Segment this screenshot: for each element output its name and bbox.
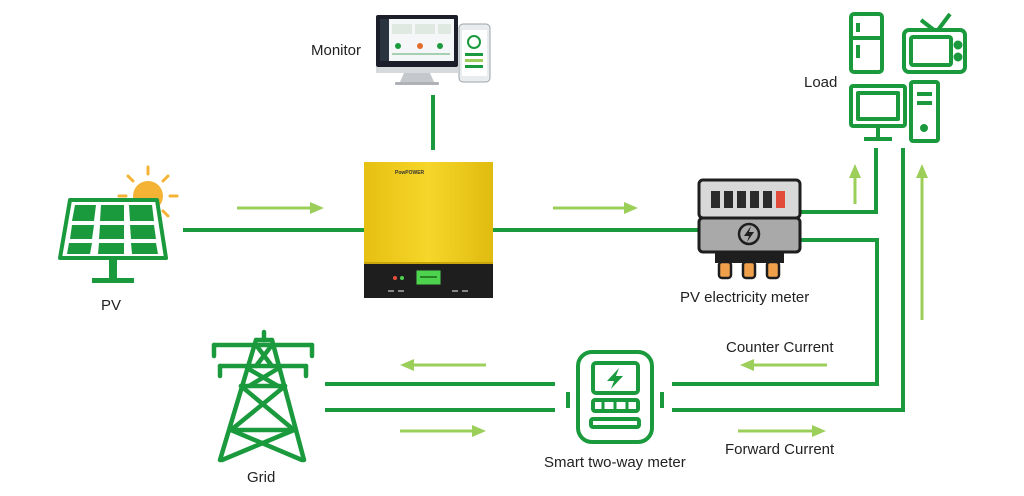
monitor-label: Monitor <box>311 42 362 59</box>
arrow-pv-to-inverter <box>237 202 324 214</box>
arrow-to-grid <box>400 359 486 371</box>
load-label: Load <box>804 74 838 91</box>
connection-lines <box>183 95 905 412</box>
inverter-brand-label: PowPOWER <box>395 170 425 176</box>
phone-icon <box>458 23 491 83</box>
fridge-icon <box>849 12 884 74</box>
transmission-tower-icon <box>211 329 315 463</box>
inverter-icon <box>364 162 493 298</box>
smart-meter-icon <box>566 350 664 444</box>
pv-electricity-meter-label: PV electricity meter <box>680 289 810 306</box>
grid-label: Grid <box>247 469 276 486</box>
solar-panel-icon <box>58 198 168 283</box>
tv-icon <box>902 12 967 74</box>
arrow-from-grid <box>400 425 486 437</box>
flow-arrows <box>237 164 928 437</box>
meter-load-line <box>800 148 878 214</box>
arrow-counter-current <box>740 359 827 371</box>
arrow-up-to-load-left <box>849 164 861 204</box>
load-grid-forward-line <box>672 148 905 412</box>
arrow-up-to-load-right <box>916 164 928 320</box>
arrow-forward-current <box>738 425 826 437</box>
monitor-icon <box>376 15 458 85</box>
smart-two-way-meter-label: Smart two-way meter <box>544 454 686 471</box>
pv-label: PV <box>101 297 122 314</box>
computer-icon <box>849 80 940 143</box>
meter-grid-counter-line <box>672 238 879 386</box>
arrow-inverter-to-meter <box>553 202 638 214</box>
counter-current-label: Counter Current <box>726 339 834 356</box>
forward-current-label: Forward Current <box>725 441 835 458</box>
pv-meter-icon <box>697 178 802 280</box>
